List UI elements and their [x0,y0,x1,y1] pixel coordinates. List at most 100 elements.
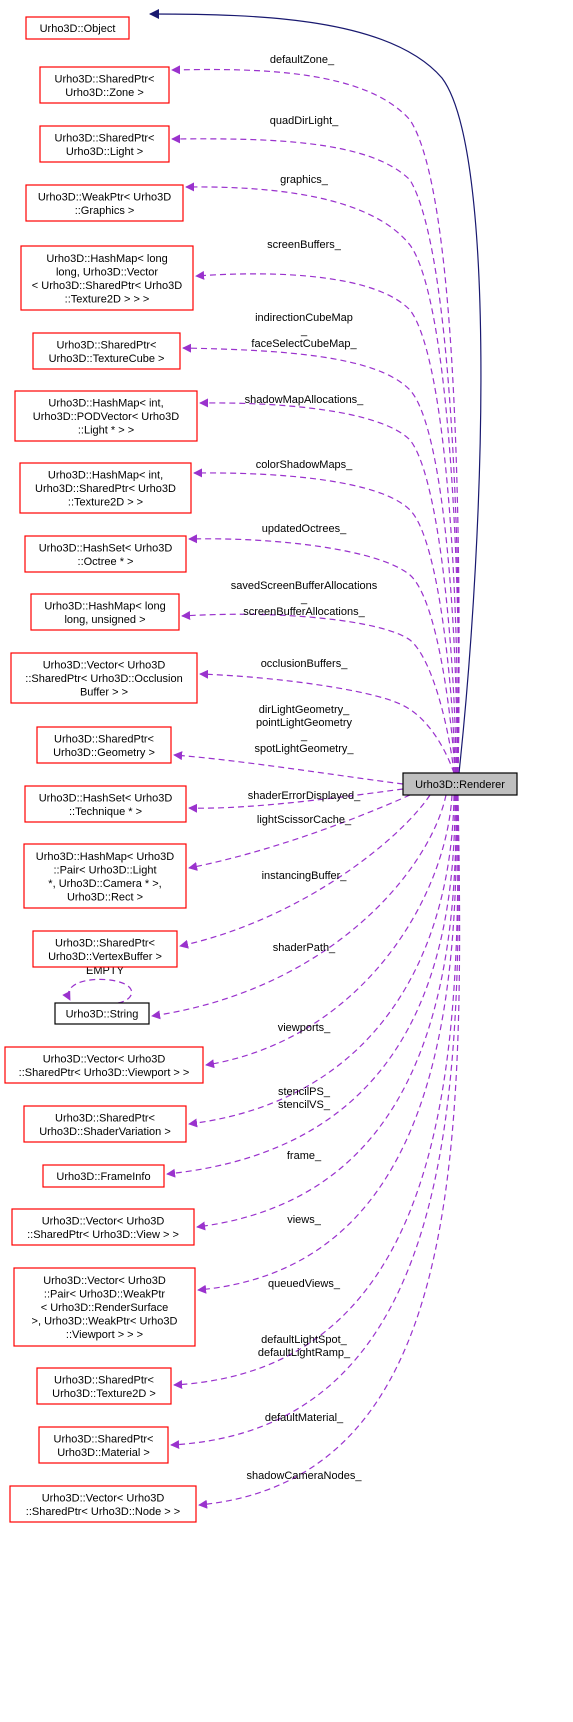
class-node-vertexbuffer[interactable]: Urho3D::SharedPtr<Urho3D::VertexBuffer > [32,930,178,968]
edge-label: stencilVS_ [278,1099,331,1111]
class-node-object[interactable]: Urho3D::Object [25,16,130,40]
class-node-views[interactable]: Urho3D::Vector< Urho3D::SharedPtr< Urho3… [11,1208,195,1246]
class-node-label: Urho3D::HashMap< long [44,600,165,612]
edge-label: shadowCameraNodes_ [247,1470,363,1482]
edge-label: screenBuffers_ [267,239,342,251]
class-node-label: Urho3D::Rect > [67,891,143,903]
edge-label: defaultMaterial_ [265,1412,344,1424]
class-node-shadowmapalloc[interactable]: Urho3D::HashMap< int,Urho3D::PODVector< … [14,390,198,442]
class-node-box [11,1208,195,1246]
member-edge-frameinfo [166,794,456,1178]
class-node-technique[interactable]: Urho3D::HashSet< Urho3D::Technique * > [24,785,187,823]
member-edge-colorshadowmaps [193,468,456,774]
edge-label: _ [300,730,308,742]
edge-label: faceSelectCubeMap_ [251,338,357,350]
class-node-label: ::Texture2D > > [68,497,143,509]
class-node-geometry[interactable]: Urho3D::SharedPtr<Urho3D::Geometry > [36,726,172,764]
class-node-label: < Urho3D::RenderSurface [41,1302,168,1314]
class-node-box [13,1267,196,1347]
class-node-label: Urho3D::Vector< Urho3D [42,1215,165,1227]
class-node-occlusionbuffers[interactable]: Urho3D::Vector< Urho3D::SharedPtr< Urho3… [10,652,198,704]
class-node-box [24,785,187,823]
member-edge-queuedviews [197,794,457,1294]
edge-label: instancingBuffer_ [262,870,348,882]
class-node-box [39,66,170,104]
class-node-label: Urho3D::HashMap< int, [48,470,163,482]
class-node-queuedviews[interactable]: Urho3D::Vector< Urho3D::Pair< Urho3D::We… [13,1267,196,1347]
edge-label: shaderErrorDisplayed_ [248,790,361,802]
class-node-label: Urho3D::String [66,1009,139,1021]
edge-label: screenBufferAllocations_ [243,606,365,618]
class-node-box [38,1426,169,1464]
member-edge-texture2d [173,794,459,1390]
class-node-box [39,125,170,163]
class-node-material[interactable]: Urho3D::SharedPtr<Urho3D::Material > [38,1426,169,1464]
class-node-box [14,390,198,442]
edge-label: shaderPath_ [273,942,336,954]
class-node-quaddirlight[interactable]: Urho3D::SharedPtr<Urho3D::Light > [39,125,170,163]
class-node-box [24,535,187,573]
class-node-shadervariation[interactable]: Urho3D::SharedPtr<Urho3D::ShaderVariatio… [23,1105,187,1143]
class-node-label: ::Texture2D > > > [65,293,150,305]
edge-label: EMPTY [86,965,125,977]
member-edge-string [151,794,447,1020]
class-node-label: Urho3D::SharedPtr< [57,339,157,351]
edge-label: quadDirLight_ [270,115,339,127]
member-edge-technique [188,788,404,813]
class-node-label: ::SharedPtr< Urho3D::View > > [27,1229,179,1241]
class-node-updatedoctrees[interactable]: Urho3D::HashSet< Urho3D::Octree * > [24,535,187,573]
class-node-label: Urho3D::Object [40,23,116,35]
class-node-box [10,652,198,704]
inheritance-edge-object [149,9,482,774]
class-node-label: Urho3D::Geometry > [53,747,155,759]
class-node-label: Urho3D::HashMap< Urho3D [36,851,175,863]
class-node-texturecube[interactable]: Urho3D::SharedPtr<Urho3D::TextureCube > [32,332,181,370]
edge-label: defaultLightRamp_ [258,1347,351,1359]
class-node-label: Urho3D::SharedPtr< [55,132,155,144]
class-node-label: ::Graphics > [75,205,135,217]
member-edge-defaultzone [171,65,460,774]
member-edge-viewports [205,794,453,1069]
class-node-box [30,593,180,631]
class-node-label: Urho3D::Vector< Urho3D [42,1492,165,1504]
class-node-label: Urho3D::Vector< Urho3D [43,1275,166,1287]
edge-label: graphics_ [280,174,329,186]
class-node-label: ::Technique * > [69,806,142,818]
class-node-colorshadowmaps[interactable]: Urho3D::HashMap< int,Urho3D::SharedPtr< … [19,462,192,514]
class-node-box [54,1002,150,1025]
class-node-renderer[interactable]: Urho3D::Renderer [402,772,518,796]
class-node-label: ::Viewport > > > [66,1329,143,1341]
class-node-label: long, Urho3D::Vector [56,266,158,278]
edge-label: defaultLightSpot_ [261,1334,348,1346]
class-node-label: Urho3D::SharedPtr< [55,73,155,85]
edge-label: indirectionCubeMap [255,312,353,324]
member-edge-occlusionbuffers [199,669,455,774]
class-node-graphics[interactable]: Urho3D::WeakPtr< Urho3D::Graphics > [25,184,184,222]
class-node-defaultzone[interactable]: Urho3D::SharedPtr<Urho3D::Zone > [39,66,170,104]
class-node-label: ::Octree * > [78,556,134,568]
edge-label: dirLightGeometry_ [259,704,350,716]
edge-label: occlusionBuffers_ [261,658,349,670]
class-node-label: Urho3D::SharedPtr< [55,1112,155,1124]
class-node-box [20,245,194,311]
class-node-scissorcache[interactable]: Urho3D::HashMap< Urho3D::Pair< Urho3D::L… [23,843,187,909]
class-node-label: Urho3D::HashSet< Urho3D [39,792,173,804]
class-node-label: Urho3D::SharedPtr< Urho3D [35,483,176,495]
class-node-shadowcameranodes[interactable]: Urho3D::Vector< Urho3D::SharedPtr< Urho3… [9,1485,197,1523]
class-node-label: Urho3D::Vector< Urho3D [43,660,166,672]
class-node-box [42,1164,165,1188]
class-node-texture2d[interactable]: Urho3D::SharedPtr<Urho3D::Texture2D > [36,1367,172,1405]
class-node-viewports[interactable]: Urho3D::Vector< Urho3D::SharedPtr< Urho3… [4,1046,204,1084]
class-node-label: Urho3D::Light > [66,146,143,158]
class-node-label: Urho3D::ShaderVariation > [39,1126,171,1138]
edge-self-loop-string [62,978,133,1004]
member-edge-bufferalloc [181,611,455,774]
member-edge-shadowcameranodes [198,794,461,1509]
class-node-label: Urho3D::Zone > [65,87,144,99]
class-node-frameinfo[interactable]: Urho3D::FrameInfo [42,1164,165,1188]
class-node-string[interactable]: Urho3D::String [54,1002,150,1025]
class-node-label: Urho3D::VertexBuffer > [48,951,162,963]
class-node-box [36,726,172,764]
